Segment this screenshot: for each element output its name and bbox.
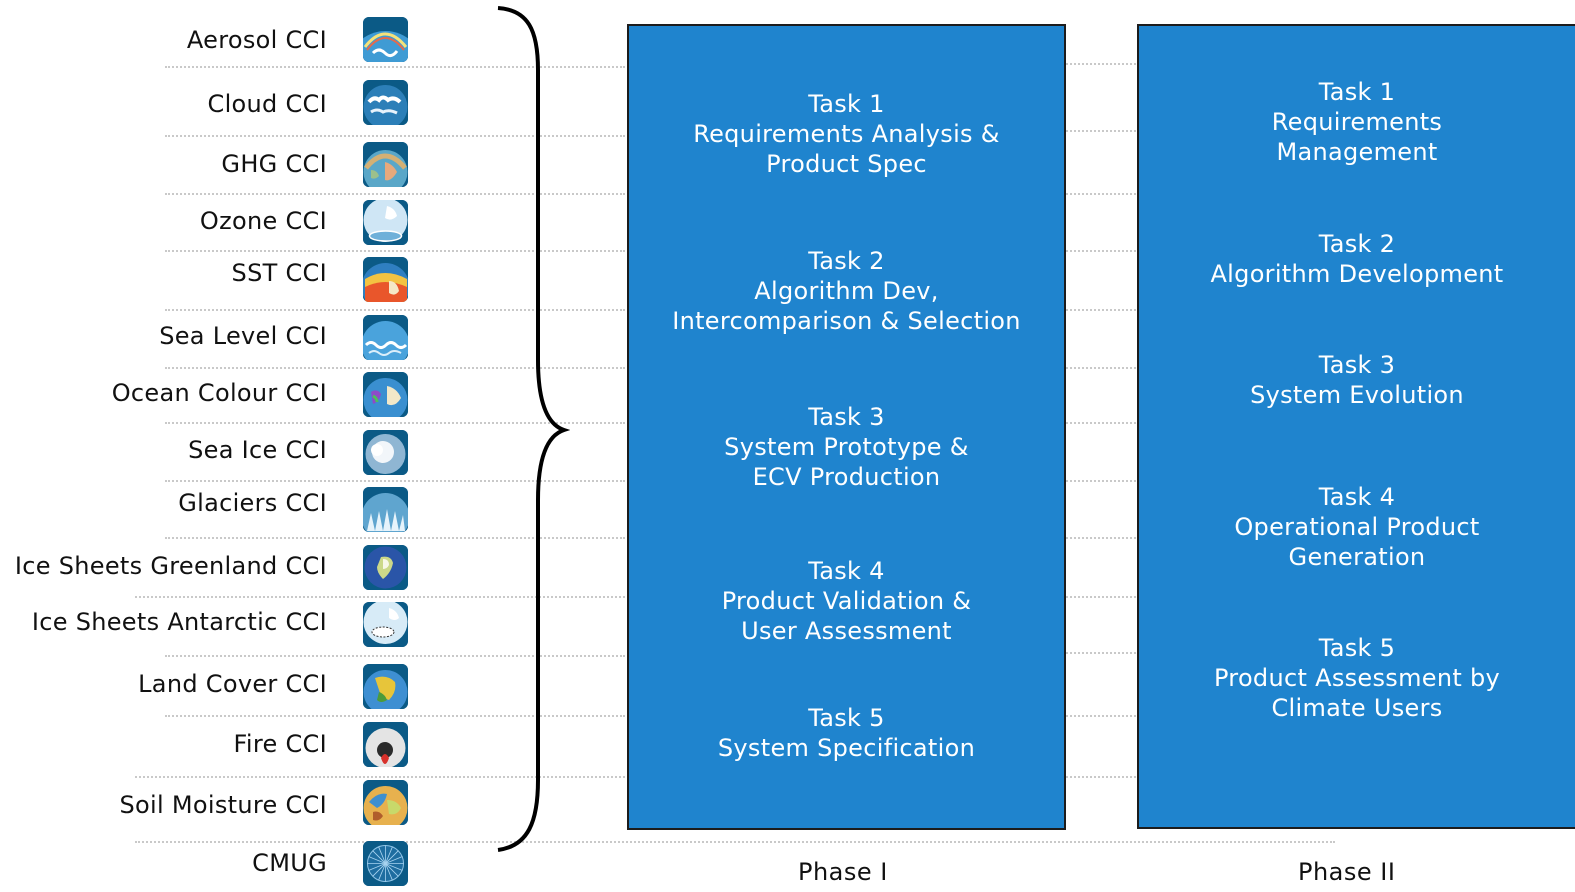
phase1-task-3: Task 3 System Prototype & ECV Production [629, 402, 1064, 492]
task-line: ECV Production [752, 463, 941, 491]
task-line: User Assessment [741, 617, 952, 645]
aerosol-globe-icon [363, 17, 408, 62]
task-line: Requirements Analysis & [693, 120, 1000, 148]
project-label: Land Cover CCI [138, 670, 327, 698]
antarctic-globe-icon [363, 602, 408, 647]
task-line: Task 1 [1318, 78, 1396, 106]
task-line: Operational Product [1234, 513, 1480, 541]
phase2-label: Phase II [1298, 858, 1396, 886]
task-line: Algorithm Development [1210, 260, 1504, 288]
project-label: SST CCI [231, 259, 327, 287]
project-label: Glaciers CCI [178, 489, 327, 517]
phase2-task-5: Task 5 Product Assessment by Climate Use… [1139, 633, 1575, 723]
task-line: Climate Users [1271, 694, 1443, 722]
project-label: Sea Level CCI [159, 322, 327, 350]
task-line: Task 2 [1318, 230, 1396, 258]
project-label: Ice Sheets Greenland CCI [14, 552, 327, 580]
sst-globe-icon [363, 257, 408, 302]
task-line: System Evolution [1250, 381, 1464, 409]
task-line: Task 5 [808, 704, 885, 732]
greenland-globe-icon [363, 545, 408, 590]
project-label: Aerosol CCI [186, 26, 327, 54]
task-line: System Prototype & [724, 433, 969, 461]
glaciers-globe-icon [363, 487, 408, 532]
soil-moisture-globe-icon [363, 780, 408, 825]
ocean-colour-globe-icon [363, 372, 408, 417]
project-label: CMUG [252, 849, 327, 877]
project-label: Cloud CCI [207, 90, 327, 118]
task-line: Requirements [1271, 108, 1443, 136]
project-label: Ocean Colour CCI [111, 379, 327, 407]
phase2-task-1: Task 1 Requirements Management [1139, 77, 1575, 167]
task-line: Product Spec [766, 150, 927, 178]
phase1-label: Phase I [798, 858, 888, 886]
task-line: Task 3 [808, 403, 885, 431]
fire-globe-icon [363, 722, 408, 767]
ozone-globe-icon [363, 200, 408, 245]
project-label: Fire CCI [233, 730, 327, 758]
ghg-globe-icon [363, 142, 408, 187]
phase1-task-1: Task 1 Requirements Analysis & Product S… [629, 89, 1064, 179]
cmug-globe-icon [363, 841, 408, 886]
project-label: Ice Sheets Antarctic CCI [31, 608, 327, 636]
phase2-task-3: Task 3 System Evolution [1139, 350, 1575, 410]
project-label: Sea Ice CCI [188, 436, 327, 464]
phase1-task-5: Task 5 System Specification [629, 703, 1064, 763]
phase2-task-2: Task 2 Algorithm Development [1139, 229, 1575, 289]
task-line: Product Validation & [721, 587, 972, 615]
task-line: Generation [1288, 543, 1426, 571]
task-line: Task 2 [808, 247, 885, 275]
project-label: GHG CCI [221, 150, 327, 178]
project-label: Soil Moisture CCI [119, 791, 327, 819]
land-cover-globe-icon [363, 664, 408, 709]
task-line: Intercomparison & Selection [672, 307, 1021, 335]
task-line: Product Assessment by [1213, 664, 1501, 692]
task-line: System Specification [717, 734, 976, 762]
task-line: Management [1276, 138, 1438, 166]
project-label: Ozone CCI [199, 207, 327, 235]
task-line: Task 5 [1318, 634, 1396, 662]
sea-level-globe-icon [363, 315, 408, 360]
phase2-box: Task 1 Requirements Management Task 2 Al… [1137, 24, 1575, 829]
phase1-box: Task 1 Requirements Analysis & Product S… [627, 24, 1066, 830]
curly-brace [497, 6, 570, 852]
cloud-globe-icon [363, 80, 408, 125]
phase2-task-4: Task 4 Operational Product Generation [1139, 482, 1575, 572]
task-line: Task 3 [1318, 351, 1396, 379]
task-line: Algorithm Dev, [754, 277, 939, 305]
task-line: Task 1 [808, 90, 885, 118]
sea-ice-globe-icon [363, 430, 408, 475]
task-line: Task 4 [1318, 483, 1396, 511]
phase1-task-2: Task 2 Algorithm Dev, Intercomparison & … [629, 246, 1064, 336]
phase1-task-4: Task 4 Product Validation & User Assessm… [629, 556, 1064, 646]
task-line: Task 4 [808, 557, 885, 585]
